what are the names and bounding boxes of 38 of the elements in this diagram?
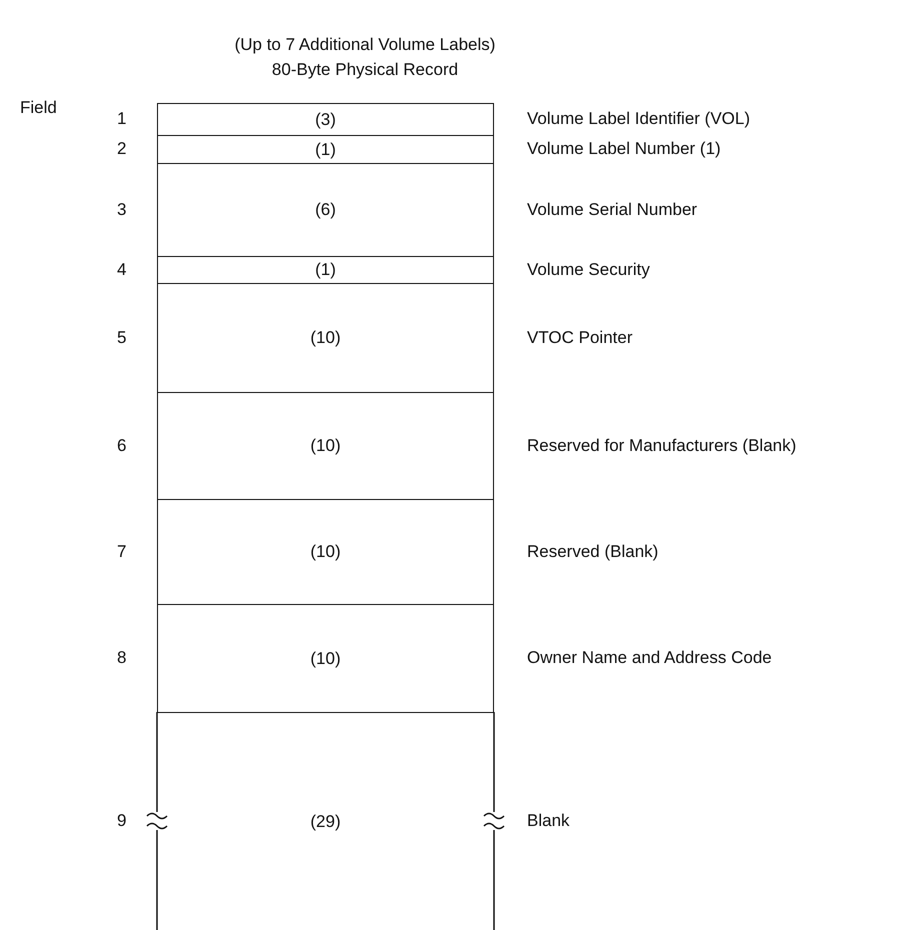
field-length: (10)	[310, 542, 341, 562]
field-description: Blank	[527, 811, 570, 831]
record-field	[157, 499, 494, 604]
field-length: (10)	[310, 648, 341, 668]
field-number: 8	[117, 648, 126, 668]
field-number: 4	[117, 260, 126, 280]
field-description: Volume Label Identifier (VOL)	[527, 109, 750, 129]
field-description: Volume Serial Number	[527, 200, 698, 220]
record-field	[157, 256, 494, 283]
field-number: 9	[117, 811, 126, 831]
record-field	[157, 135, 494, 163]
field-length: (10)	[310, 436, 341, 456]
record-field	[157, 392, 494, 499]
diagram-title: 80-Byte Physical Record	[272, 60, 458, 80]
record-field	[157, 604, 494, 712]
field-description: Reserved for Manufacturers (Blank)	[527, 436, 796, 456]
record-field	[157, 283, 494, 392]
field-number: 3	[117, 200, 126, 220]
field-length: (6)	[315, 200, 336, 220]
record-field	[157, 163, 494, 256]
field-number: 7	[117, 542, 126, 562]
field-description: VTOC Pointer	[527, 328, 633, 348]
axis-label: Field	[20, 98, 57, 118]
field-description: Volume Security	[527, 260, 650, 280]
field-length: (3)	[315, 110, 336, 130]
field-description: Volume Label Number (1)	[527, 139, 721, 159]
field-description: Reserved (Blank)	[527, 542, 658, 562]
field-length: (1)	[315, 140, 336, 160]
field-number: 1	[117, 109, 126, 129]
field-length: (10)	[310, 328, 341, 348]
field-description: Owner Name and Address Code	[527, 648, 772, 668]
record-field	[157, 103, 494, 135]
field-length: (29)	[310, 812, 341, 832]
field-number: 5	[117, 328, 126, 348]
field-number: 6	[117, 436, 126, 456]
field-length: (1)	[315, 260, 336, 280]
record-note: (Up to 7 Additional Volume Labels)	[234, 35, 496, 55]
field-number: 2	[117, 139, 126, 159]
